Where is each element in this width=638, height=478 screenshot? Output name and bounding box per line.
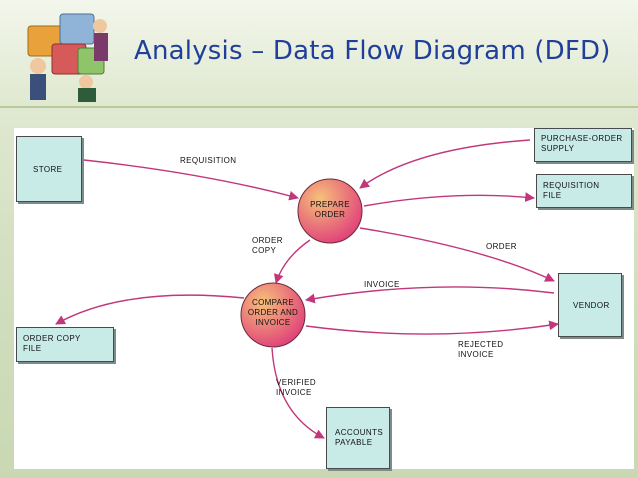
flow-label-verified-invoice: VERIFIED INVOICE [276, 378, 317, 397]
entity-purchase-order-supply: PURCHASE-ORDER SUPPLY [534, 128, 632, 162]
process-prepare-order [297, 178, 363, 244]
flow-order-copy-arrow [274, 239, 311, 284]
flow-rejected-invoice-arrow [305, 320, 559, 335]
puzzle-people-icon [8, 6, 120, 104]
flow-verified-invoice-arrow [271, 347, 325, 439]
entity-store: STORE [16, 136, 82, 202]
entity-requisition-file: REQUISITION FILE [536, 174, 632, 208]
title-divider [0, 106, 638, 108]
flow-label-order: ORDER [486, 242, 517, 251]
entity-store-label: STORE [33, 165, 63, 174]
process-compare-order-invoice-label: COMPARE ORDER AND INVOICE [247, 298, 299, 327]
flow-supply-arrow [359, 139, 531, 189]
entity-purchase-order-supply-label: PURCHASE-ORDER SUPPLY [541, 134, 623, 153]
entity-order-copy-file-label: ORDER COPY FILE [23, 334, 81, 353]
process-compare-order-invoice [240, 282, 306, 348]
flow-label-rejected-invoice: REJECTED INVOICE [458, 340, 504, 359]
process-prepare-order-label: PREPARE ORDER [310, 200, 350, 219]
flow-to-order-copy-file-arrow [55, 294, 245, 325]
entity-order-copy-file: ORDER COPY FILE [16, 327, 114, 362]
entity-requisition-file-label: REQUISITION FILE [543, 181, 600, 200]
dfd-diagram-panel: STORE PURCHASE-ORDER SUPPLY REQUISITION … [14, 128, 634, 469]
flow-invoice-arrow [305, 286, 555, 304]
flow-label-invoice: INVOICE [364, 280, 400, 289]
entity-vendor-label: VENDOR [573, 301, 610, 310]
flow-label-requisition: REQUISITION [180, 156, 237, 165]
flow-order-arrow [359, 227, 555, 282]
flow-label-order-copy: ORDER COPY [252, 236, 283, 255]
flow-requisition-arrow [83, 159, 299, 201]
dfd-arrows [55, 139, 559, 439]
entity-accounts-payable-label: ACCOUNTS PAYABLE [335, 428, 384, 447]
slide-title: Analysis – Data Flow Diagram (DFD) [134, 36, 611, 66]
entity-accounts-payable: ACCOUNTS PAYABLE [326, 407, 390, 469]
entity-vendor: VENDOR [558, 273, 622, 337]
flow-to-requisition-file-arrow [363, 192, 535, 207]
